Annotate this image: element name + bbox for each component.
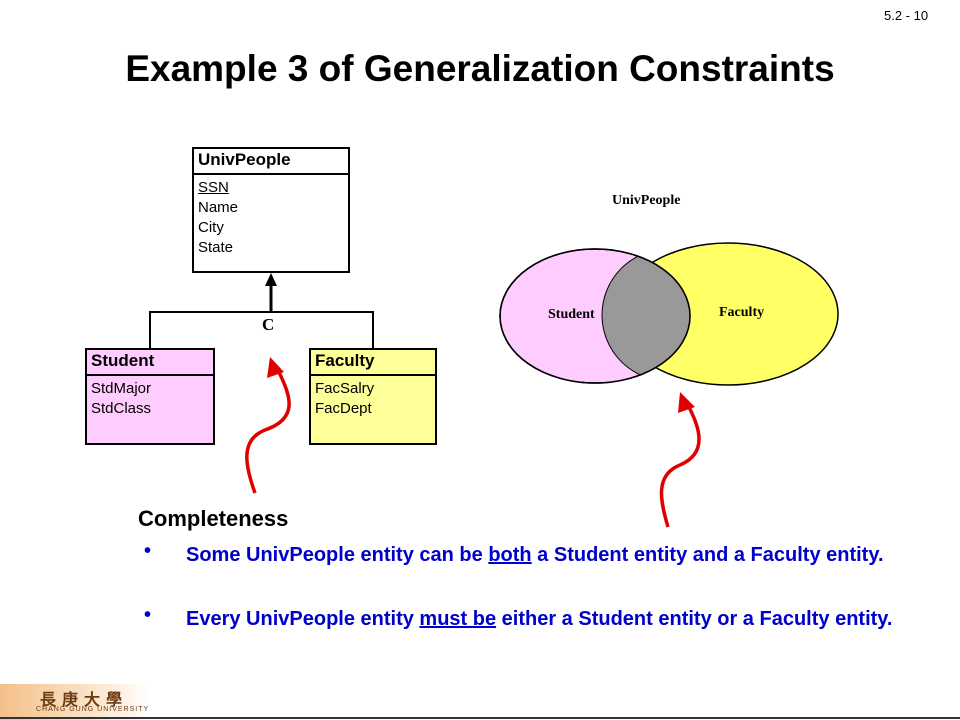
red-arrow-right [659, 404, 701, 528]
bullet-item: • Some UnivPeople entity can be both a S… [144, 540, 944, 602]
text-part: Every UnivPeople entity [186, 608, 420, 630]
attribute: City [198, 219, 224, 236]
entity-title: Student [87, 350, 213, 376]
venn-student-outline [499, 248, 691, 384]
entity-attributes: FacSalry FacDept [311, 376, 435, 422]
section-heading: Completeness [138, 506, 289, 531]
attribute: Name [198, 199, 239, 216]
venn-universe-label: UnivPeople [612, 193, 681, 208]
red-arrowhead-left [267, 357, 284, 378]
red-arrow-left [245, 369, 291, 494]
bullet-text: Some UnivPeople entity can be both a Stu… [186, 540, 956, 571]
attribute: FacDept [315, 400, 372, 417]
generalization-connector [149, 311, 374, 348]
venn-overlap [602, 249, 690, 381]
entity-attributes: SSN Name City State [194, 175, 348, 261]
page-title: Example 3 of Generalization Constraints [125, 48, 835, 89]
logo-english-text: CHANG GUNG UNIVERSITY [36, 706, 150, 713]
bullet-symbol: • [144, 540, 152, 562]
university-logo [0, 684, 150, 720]
footer-divider [0, 717, 960, 719]
attribute: State [198, 239, 234, 256]
bullet-text: Every UnivPeople entity must be either a… [186, 604, 956, 635]
attribute: StdClass [91, 400, 152, 417]
text-part: Some UnivPeople entity can be [186, 544, 489, 566]
bullet-item: • Every UnivPeople entity must be either… [144, 604, 944, 666]
red-arrowhead-right [678, 392, 695, 413]
entity-univpeople: UnivPeople SSN Name City State [192, 147, 350, 273]
logo-chinese-text: 長庚大學 [40, 690, 129, 709]
venn-student-label: Student [548, 307, 595, 322]
constraint-label: C [262, 315, 275, 334]
entity-title: UnivPeople [194, 149, 348, 175]
entity-student: Student StdMajor StdClass [85, 348, 215, 445]
entity-attributes: StdMajor StdClass [87, 376, 213, 422]
entity-title: Faculty [311, 350, 435, 376]
entity-faculty: Faculty FacSalry FacDept [309, 348, 437, 445]
bullet-symbol: • [144, 604, 152, 626]
slide-number: 5.2 - 10 [884, 8, 929, 23]
attribute: StdMajor [91, 380, 152, 397]
text-part: either a Student entity or a Faculty ent… [496, 608, 893, 630]
emphasis-must-be: must be [419, 608, 497, 630]
emphasis-both: both [488, 544, 532, 566]
key-attribute: SSN [198, 179, 229, 196]
venn-faculty-label: Faculty [719, 305, 765, 320]
text-part: a Student entity and a Faculty entity. [531, 544, 884, 566]
generalization-arrowhead [265, 273, 277, 286]
attribute: FacSalry [315, 380, 375, 397]
